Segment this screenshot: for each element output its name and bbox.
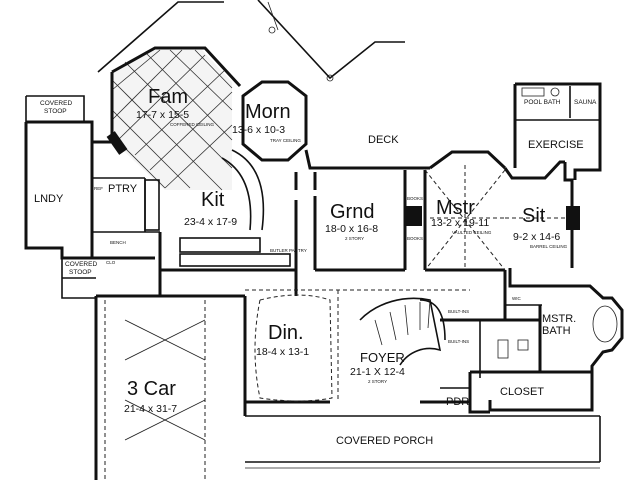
butler-pantry: BUTLER PANTRY <box>270 248 307 253</box>
mstr-bath-name2: BATH <box>542 325 571 337</box>
interior-walls <box>90 131 592 402</box>
ref-label: REF <box>94 186 103 191</box>
kit-name: Kit <box>201 189 225 211</box>
garage-dims: 21-4 x 31-7 <box>124 403 177 415</box>
built-ins-1: BUILT-INS <box>448 309 469 314</box>
ptry-name: PTRY <box>108 183 138 195</box>
master-bath-tub <box>497 305 618 359</box>
deck-name: DECK <box>368 134 399 146</box>
fam-hatch <box>111 49 233 191</box>
deck-outline <box>97 0 405 82</box>
covered-stoop-top-1: COVERED <box>40 100 72 107</box>
books-1: BOOKS <box>407 196 423 201</box>
fam-dims: 17-7 x 15-5 <box>136 109 189 121</box>
din-dims: 18-4 x 13-1 <box>256 346 309 358</box>
books-2: BOOKS <box>407 236 423 241</box>
curved-stair <box>359 297 446 366</box>
built-ins-2: BUILT-INS <box>448 339 469 344</box>
bench-label: BENCH <box>110 240 126 245</box>
covered-stoop-top-2: STOOP <box>44 108 67 115</box>
fam-note: COFFERED CEILING <box>170 122 215 127</box>
covered-stoop-bottom-1: COVERED <box>65 261 97 268</box>
mstr-bath-name: MSTR. <box>542 313 576 325</box>
beam-lines <box>245 165 565 402</box>
dining-oval <box>254 294 333 402</box>
morn-note: TRAY CEILING <box>270 138 301 143</box>
covered-porch-name: COVERED PORCH <box>336 435 433 447</box>
covered-porch <box>245 415 601 469</box>
pool-bath-name: POOL BATH <box>524 99 561 106</box>
lndy-name: LNDY <box>34 193 64 205</box>
sit-name: Sit <box>522 205 546 227</box>
morn-dims: 13-6 x 10-3 <box>232 124 285 136</box>
foyer-dims: 21-1 X 12-4 <box>350 366 405 378</box>
sit-dims: 9-2 x 14-6 <box>513 231 560 243</box>
sit-note: BARREL CEILING <box>530 244 568 249</box>
grnd-note: 2 STORY <box>345 236 364 241</box>
mstr-note: VAULTED CEILING <box>452 230 492 235</box>
foyer-note: 2 STORY <box>368 379 387 384</box>
pool-bath-fixtures <box>521 87 560 97</box>
wic-label: WIC <box>512 296 521 301</box>
foyer-name: FOYER <box>360 350 405 365</box>
grnd-name: Grnd <box>330 201 374 223</box>
garage-detail <box>104 300 206 480</box>
pdr-name: PDR <box>446 396 469 408</box>
mstr-dims: 13-2 x 19-11 <box>431 217 489 229</box>
garage-name: 3 Car <box>127 378 176 400</box>
sauna-name: SAUNA <box>574 99 597 106</box>
grnd-dims: 18-0 x 16-8 <box>325 223 378 235</box>
din-name: Din. <box>268 322 304 344</box>
morn-name: Morn <box>245 101 291 123</box>
closet-name: CLOSET <box>500 386 544 398</box>
fam-name: Fam <box>148 86 188 108</box>
mstr-name: Mstr <box>436 197 475 219</box>
kit-dims: 23-4 x 17-9 <box>184 216 237 228</box>
clo-label: CLO <box>106 260 116 265</box>
exercise-name: EXERCISE <box>528 139 584 151</box>
covered-stoop-bottom-2: STOOP <box>69 269 92 276</box>
